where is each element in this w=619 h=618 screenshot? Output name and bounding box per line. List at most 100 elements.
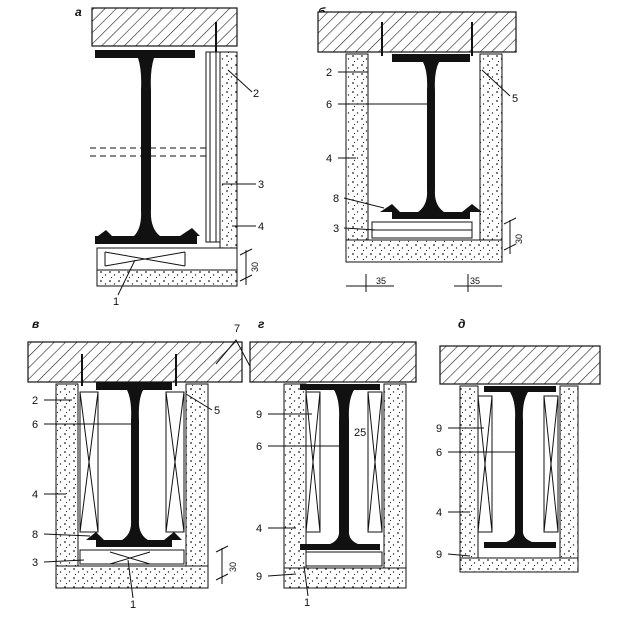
callout-4: 4 <box>436 507 442 519</box>
plaster-bottom <box>283 567 407 589</box>
shared-callout-7: 7 <box>215 323 253 371</box>
callout-8: 8 <box>32 529 38 541</box>
leader-line <box>227 69 253 93</box>
callout-3: 3 <box>333 223 339 235</box>
clip <box>86 532 104 540</box>
ceiling-slab <box>317 11 517 53</box>
ceiling-slab <box>91 7 238 47</box>
beam-web <box>134 58 160 236</box>
dimension-35-left: 35 <box>376 276 386 286</box>
beam-top-flange <box>96 382 172 390</box>
panel-g-label: г <box>258 317 265 331</box>
leader-line <box>215 339 253 371</box>
plaster-right <box>559 385 579 573</box>
panel-v: в 2 6 4 8 3 5 1 30 <box>27 317 243 611</box>
dimension-30: 30 <box>228 562 238 572</box>
beam-web <box>122 390 148 540</box>
callout-3: 3 <box>258 179 264 191</box>
bottom-insulation <box>96 247 238 271</box>
beam-bottom-flange <box>392 212 470 219</box>
leader-line <box>447 553 471 557</box>
beam-top-flange <box>392 54 470 62</box>
callout-6: 6 <box>32 419 38 431</box>
board-cross <box>104 251 186 267</box>
beam-bottom-flange <box>484 542 556 548</box>
callout-6: 6 <box>436 447 442 459</box>
board-cross <box>477 395 493 533</box>
dimension-tick <box>503 217 517 225</box>
dimension-tick <box>215 573 229 581</box>
board-cross <box>543 395 559 533</box>
leader-line <box>343 227 377 231</box>
clip <box>98 230 112 236</box>
leader-line <box>117 259 136 296</box>
callout-1: 1 <box>130 599 136 611</box>
callout-3: 3 <box>32 557 38 569</box>
callout-4: 4 <box>258 221 264 233</box>
callout-7: 7 <box>234 323 240 335</box>
leader-line <box>343 197 385 209</box>
callout-2: 2 <box>326 67 332 79</box>
beam-web <box>506 392 532 542</box>
callout-2: 2 <box>253 88 259 100</box>
board-cross <box>367 391 383 533</box>
dimension-30: 30 <box>514 234 524 244</box>
plaster-bottom <box>459 557 579 573</box>
board-cross <box>79 391 99 533</box>
leader-line <box>43 559 85 563</box>
dimension-tick <box>239 274 253 282</box>
plaster-left <box>345 53 369 255</box>
beam-web <box>330 390 358 544</box>
clip <box>164 532 182 540</box>
panel-g: г 9 6 25 4 9 1 <box>249 317 417 609</box>
callout-4: 4 <box>256 523 262 535</box>
ceiling-slab <box>27 341 243 383</box>
callout-8: 8 <box>333 193 339 205</box>
board-cross <box>305 391 321 533</box>
callout-5: 5 <box>214 405 220 417</box>
beam-top-flange <box>95 50 195 58</box>
callout-6: 6 <box>256 441 262 453</box>
callout-6: 6 <box>326 99 332 111</box>
dimension-35-right: 35 <box>470 276 480 286</box>
leader-line <box>267 573 297 577</box>
callout-9-bottom: 9 <box>256 571 262 583</box>
plaster-bottom <box>96 269 238 287</box>
callout-5: 5 <box>512 93 518 105</box>
callout-9: 9 <box>436 423 442 435</box>
leader-line <box>481 69 511 97</box>
leader-line <box>43 533 91 537</box>
plaster-right <box>383 383 407 581</box>
bottom-insulation <box>305 551 383 567</box>
beam-top-flange <box>484 386 556 392</box>
panel-a: а 2 3 4 1 30 <box>75 5 264 308</box>
callout-1: 1 <box>113 296 119 308</box>
insulation-board <box>205 51 221 243</box>
plaster-bottom <box>55 565 209 589</box>
leader-line <box>185 393 213 411</box>
leader-line <box>303 565 309 597</box>
dimension-tick <box>503 243 517 251</box>
clip <box>462 204 482 212</box>
panel-d: д 9 6 4 9 <box>436 317 601 573</box>
panel-a-label: а <box>75 5 82 19</box>
ceiling-slab <box>249 341 417 383</box>
beam-bottom-flange <box>300 544 380 550</box>
beam-bottom-flange <box>95 236 197 244</box>
plaster-right <box>185 383 209 585</box>
plaster-left <box>55 383 79 585</box>
ceiling-slab <box>439 345 601 385</box>
dimension-30: 30 <box>250 262 260 272</box>
callout-9: 9 <box>256 409 262 421</box>
dimension-tick <box>239 248 253 256</box>
dimension-tick <box>215 545 229 553</box>
inner-label-25: 25 <box>354 427 366 439</box>
board-cross <box>109 551 151 565</box>
panel-d-label: д <box>458 317 465 331</box>
plaster-left <box>283 383 307 581</box>
clip <box>180 228 200 236</box>
callout-2: 2 <box>32 395 38 407</box>
beam-top-flange <box>300 384 380 390</box>
